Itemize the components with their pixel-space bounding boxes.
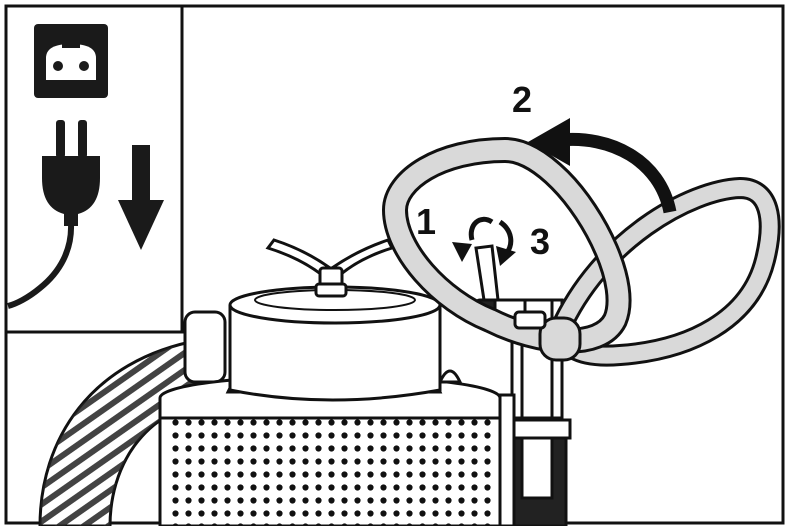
step-number-1: 1 <box>416 201 436 242</box>
hose-connector <box>185 312 225 382</box>
perforated-tank <box>168 418 492 526</box>
step-number-3: 3 <box>530 221 550 262</box>
step-number-2: 2 <box>512 79 532 120</box>
unplug-inset <box>6 6 182 332</box>
power-socket-icon <box>34 24 108 98</box>
